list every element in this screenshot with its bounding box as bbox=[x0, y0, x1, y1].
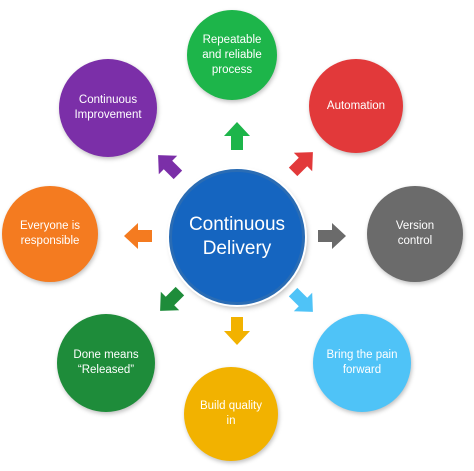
node-version-control: Version control bbox=[367, 186, 463, 282]
node-label: Automation bbox=[326, 99, 386, 112]
node-label: Version control bbox=[395, 220, 435, 247]
arrow-right-icon bbox=[316, 220, 348, 252]
node-done-means-released: Done means “Released” bbox=[57, 314, 155, 412]
node-label: Repeatable and reliable process bbox=[202, 33, 262, 76]
node-continuous-improvement: Continuous Improvement bbox=[59, 59, 157, 157]
node-everyone-responsible: Everyone is responsible bbox=[2, 186, 98, 282]
arrow-up-icon bbox=[221, 120, 253, 152]
node-automation: Automation bbox=[309, 59, 403, 153]
arrow-down-left-icon bbox=[154, 285, 186, 317]
center-node-continuous-delivery: Continuous Delivery bbox=[169, 169, 305, 305]
node-build-quality-in: Build quality in bbox=[184, 367, 278, 461]
node-repeatable-process: Repeatable and reliable process bbox=[187, 10, 277, 100]
node-label: Build quality in bbox=[199, 400, 262, 427]
arrow-down-right-icon bbox=[287, 286, 319, 318]
center-label: Continuous Delivery bbox=[188, 214, 286, 259]
arrow-up-right-icon bbox=[287, 146, 319, 178]
node-label: Everyone is responsible bbox=[19, 220, 81, 247]
arrow-down-icon bbox=[221, 315, 253, 347]
node-label: Done means “Released” bbox=[73, 349, 139, 376]
arrow-up-left-icon bbox=[152, 149, 184, 181]
arrow-left-icon bbox=[122, 220, 154, 252]
node-label: Bring the pain forward bbox=[326, 349, 398, 376]
node-bring-pain-forward: Bring the pain forward bbox=[313, 314, 411, 412]
node-label: Continuous Improvement bbox=[74, 94, 142, 121]
